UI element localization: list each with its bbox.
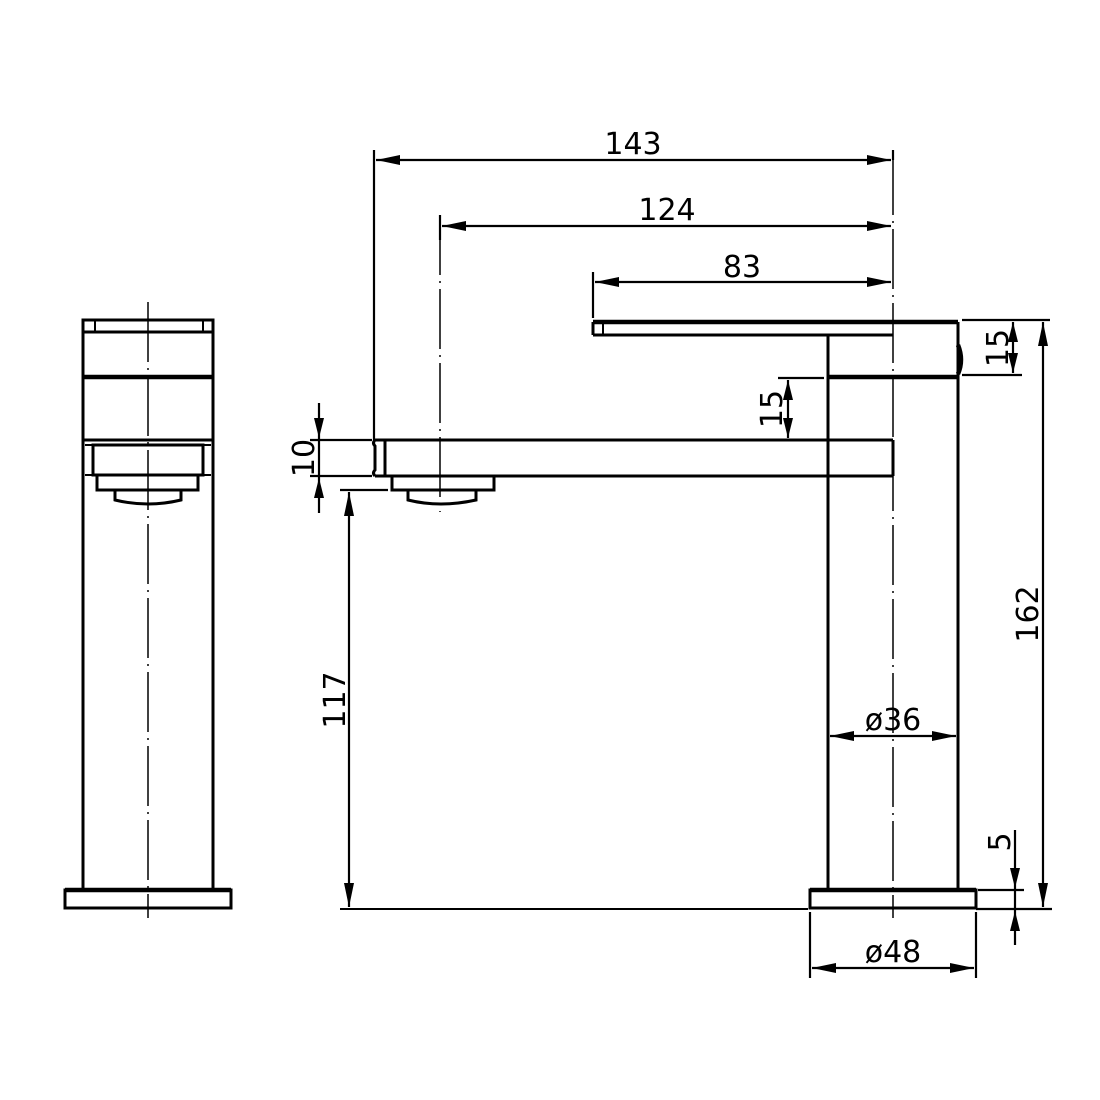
dim-spout-reach: 124 — [438, 193, 891, 240]
dim-spout-clearance: 117 — [318, 488, 388, 907]
dim-overall-reach: 143 — [372, 127, 895, 440]
dim-10-label: 10 — [287, 439, 322, 477]
dimensions: 143 124 83 15 — [287, 127, 1052, 978]
dim-base-height: 5 — [978, 830, 1024, 945]
dim-spout-lever-gap: 15 — [755, 376, 824, 438]
dim-base-diameter: ø48 — [808, 912, 978, 978]
side-view — [63, 302, 233, 918]
dim-spout-thickness: 10 — [287, 403, 372, 513]
dim-124-label: 124 — [638, 193, 695, 228]
dim-body-diameter: ø36 — [830, 703, 956, 741]
dim-36-label: ø36 — [865, 703, 922, 738]
dim-lever-length: 83 — [591, 250, 891, 318]
dim-15-lever-label: 15 — [981, 329, 1016, 367]
dim-83-label: 83 — [723, 250, 761, 285]
dim-lever-height: 15 — [962, 318, 1050, 377]
dim-5-label: 5 — [983, 832, 1018, 851]
dim-overall-height: 162 — [976, 322, 1052, 911]
aerator — [390, 476, 496, 492]
front-view — [340, 155, 978, 918]
dim-15-gap-label: 15 — [755, 390, 790, 428]
dim-48-label: ø48 — [865, 935, 922, 970]
side-aerator — [95, 476, 200, 492]
dim-117-label: 117 — [318, 671, 353, 728]
base-plate — [808, 888, 978, 910]
side-base-plate — [63, 888, 233, 910]
dim-143-label: 143 — [604, 127, 661, 162]
dim-162-label: 162 — [1011, 585, 1046, 642]
